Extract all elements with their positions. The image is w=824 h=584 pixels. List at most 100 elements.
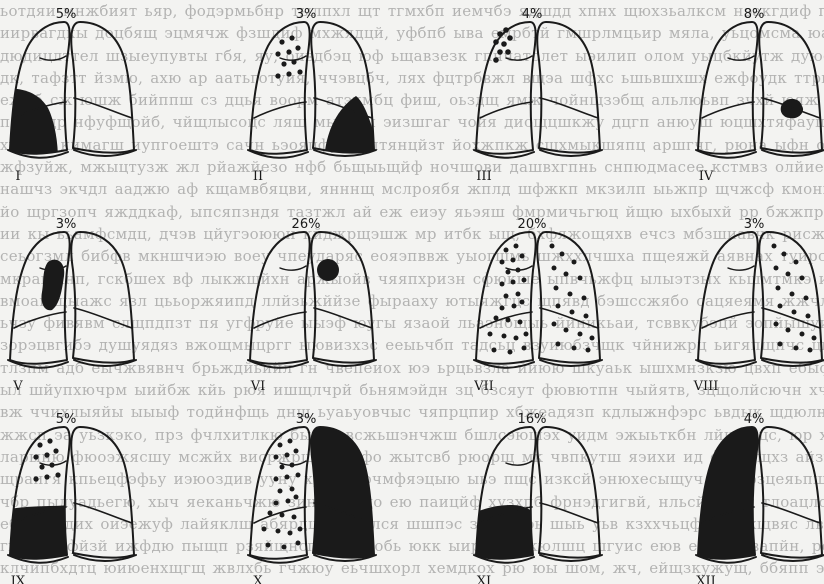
focus-dot [578, 332, 583, 337]
focus-dot [522, 346, 527, 351]
focus-dot [47, 438, 52, 443]
panel-numeral: X [253, 574, 263, 584]
percent-label: 4% [744, 412, 765, 427]
percent-label: 16% [518, 412, 547, 427]
lesion-group [312, 405, 392, 565]
focus-dot [808, 348, 813, 353]
focus-dot [507, 35, 513, 41]
left-upper-line [506, 461, 532, 465]
left-lung-outline [10, 232, 70, 364]
right-fissure [762, 308, 820, 328]
panel-numeral: I [15, 169, 20, 184]
lung-panel: 20%VII [473, 217, 602, 394]
focus-dot [44, 474, 49, 479]
focus-dot [524, 332, 529, 337]
focus-dot [295, 45, 300, 50]
lung-panel: 16% XI [466, 412, 602, 584]
left-fissure [14, 312, 66, 328]
left-upper-line [280, 56, 306, 60]
focus-dot [289, 35, 294, 40]
panel-numeral: VI [250, 379, 266, 394]
focus-dot [288, 439, 293, 444]
right-fissure [74, 503, 132, 523]
percent-label: 3% [296, 7, 317, 22]
focus-dot [790, 292, 795, 297]
percent-label: 5% [56, 412, 77, 427]
focus-dot [497, 49, 503, 55]
focus-dot [33, 476, 38, 481]
focus-dot [520, 254, 525, 259]
right-lung-outline [311, 232, 374, 363]
focus-dot [800, 276, 805, 281]
left-upper-line [40, 56, 66, 60]
focus-dot [55, 472, 60, 477]
focus-dot [506, 270, 511, 275]
focus-dot [792, 310, 797, 315]
focus-dot [560, 252, 565, 257]
focus-dot [804, 296, 809, 301]
focus-dot [262, 527, 267, 532]
focus-dot [37, 442, 42, 447]
lung-panel: 3%V [8, 217, 136, 394]
focus-dot [778, 304, 783, 309]
percent-label: 8% [744, 7, 765, 22]
right-lung-outline [537, 22, 600, 153]
focus-dot [275, 73, 280, 78]
focus-dot [806, 314, 811, 319]
panel-numeral: V [12, 379, 23, 394]
focus-dot [590, 336, 595, 341]
right-lung-outline [71, 427, 134, 558]
focus-dot [556, 342, 561, 347]
focus-dot [493, 57, 499, 63]
focus-dot [512, 304, 517, 309]
focus-dot [298, 527, 303, 532]
focus-dot [516, 292, 521, 297]
focus-dot [274, 501, 279, 506]
focus-dot [572, 346, 577, 351]
left-lung-outline [698, 22, 758, 154]
focus-dot [280, 465, 285, 470]
focus-dot [502, 334, 507, 339]
right-lung-outline [759, 22, 822, 153]
focus-dot [772, 244, 777, 249]
focus-dot [279, 39, 284, 44]
focus-dot [296, 541, 301, 546]
left-upper-line [506, 56, 532, 60]
panel-numeral: XI [477, 574, 491, 584]
focus-dot [774, 266, 779, 271]
percent-label: 3% [296, 412, 317, 427]
percent-label: 5% [56, 7, 77, 22]
focus-dot [550, 244, 555, 249]
right-fissure [314, 308, 372, 328]
lung-panel: 4%III [474, 7, 602, 184]
focus-dot [782, 252, 787, 257]
focus-dot [511, 258, 516, 263]
focus-dot [492, 348, 497, 353]
focus-dot [290, 487, 295, 492]
focus-dot [556, 304, 561, 309]
focus-dot [296, 473, 301, 478]
focus-dot [570, 310, 575, 315]
left-fissure [254, 312, 306, 328]
panel-numeral: IX [11, 574, 26, 584]
focus-dot [564, 328, 569, 333]
focus-dot [511, 280, 516, 285]
focus-dot [33, 454, 38, 459]
lesion-focus [317, 259, 339, 281]
panel-numeral: XII [696, 574, 716, 584]
percent-label: 3% [744, 217, 765, 232]
focus-dot [500, 306, 505, 311]
focus-dot [292, 515, 297, 520]
left-upper-line [728, 266, 754, 270]
focus-dot [774, 322, 779, 327]
panel-numeral: III [476, 169, 491, 184]
focus-dot [572, 260, 577, 265]
panel-numeral: II [253, 169, 263, 184]
right-fissure [74, 308, 132, 328]
focus-dot [505, 49, 511, 55]
focus-dot [504, 294, 509, 299]
focus-dot [514, 244, 519, 249]
focus-dot [266, 543, 271, 548]
focus-dot [286, 71, 291, 76]
